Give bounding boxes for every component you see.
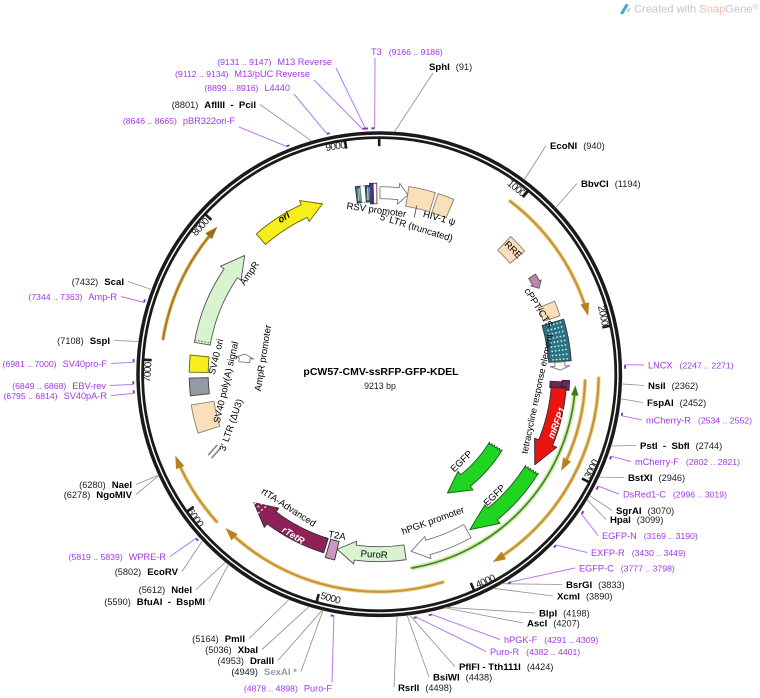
svg-text:EGFP-N(3169 .. 3190): EGFP-N(3169 .. 3190)	[602, 531, 698, 541]
svg-text:(4878 .. 4898)Puro-F: (4878 .. 4898)Puro-F	[244, 684, 333, 694]
svg-text:(7344 .. 7363)Amp-R: (7344 .. 7363)Amp-R	[28, 292, 117, 302]
svg-text:EXFP-R(3430 .. 3449): EXFP-R(3430 .. 3449)	[591, 548, 686, 558]
svg-text:EGFP-C(3777 .. 3798): EGFP-C(3777 .. 3798)	[579, 564, 675, 574]
svg-text:(7432)ScaI: (7432)ScaI	[72, 277, 125, 288]
svg-text:(9112 .. 9134)M13/pUC Reverse: (9112 .. 9134)M13/pUC Reverse	[175, 69, 310, 79]
svg-text:NsiI(2362): NsiI(2362)	[648, 381, 698, 392]
svg-text:(6849 .. 6868)EBV-rev: (6849 .. 6868)EBV-rev	[12, 381, 106, 391]
svg-text:(8899 .. 8916)L4440: (8899 .. 8916)L4440	[204, 83, 290, 93]
svg-text:pCW57-CMV-ssRFP-GFP-KDEL: pCW57-CMV-ssRFP-GFP-KDEL	[303, 366, 459, 378]
svg-text:PstI - SbfI(2744): PstI - SbfI(2744)	[640, 441, 722, 452]
svg-text:PflFI - Tth111I(4424): PflFI - Tth111I(4424)	[459, 662, 553, 673]
svg-text:7000: 7000	[142, 361, 154, 383]
svg-text:(5819 .. 5839)WPRE-R: (5819 .. 5839)WPRE-R	[69, 552, 167, 562]
svg-text:(6981 .. 7000)SV40pro-F: (6981 .. 7000)SV40pro-F	[2, 359, 107, 369]
svg-text:hPGK-F(4291 .. 4309): hPGK-F(4291 .. 4309)	[504, 635, 598, 645]
svg-text:(6278)NgoMIV: (6278)NgoMIV	[64, 490, 133, 501]
svg-text:DsRed1-C(2996 .. 3019): DsRed1-C(2996 .. 3019)	[623, 490, 727, 500]
svg-text:(6795 .. 6814)SV40pA-R: (6795 .. 6814)SV40pA-R	[3, 391, 107, 401]
svg-text:mCherry-F(2802 .. 2821): mCherry-F(2802 .. 2821)	[635, 457, 740, 467]
svg-text:(8801)AflIII - PciI: (8801)AflIII - PciI	[172, 100, 257, 111]
svg-text:Created with SnapGene®: Created with SnapGene®	[634, 3, 759, 16]
svg-text:Puro-R(4382 .. 4401): Puro-R(4382 .. 4401)	[490, 647, 580, 657]
svg-text:RsrII(4498): RsrII(4498)	[398, 683, 452, 693]
svg-text:LNCX(2247 .. 2271): LNCX(2247 .. 2271)	[648, 361, 734, 371]
svg-text:mCherry-R(2534 .. 2552): mCherry-R(2534 .. 2552)	[646, 416, 752, 426]
svg-text:AscI(4207): AscI(4207)	[527, 619, 580, 630]
svg-text:9213 bp: 9213 bp	[364, 381, 396, 391]
svg-text:(5802)EcoRV: (5802)EcoRV	[115, 567, 179, 578]
svg-text:PuroR: PuroR	[360, 549, 388, 561]
svg-text:(5590)BfuAI - BspMI: (5590)BfuAI - BspMI	[104, 597, 205, 608]
svg-text:(4949)SexAI *: (4949)SexAI *	[231, 667, 297, 678]
svg-text:HpaI(3099): HpaI(3099)	[610, 515, 663, 526]
